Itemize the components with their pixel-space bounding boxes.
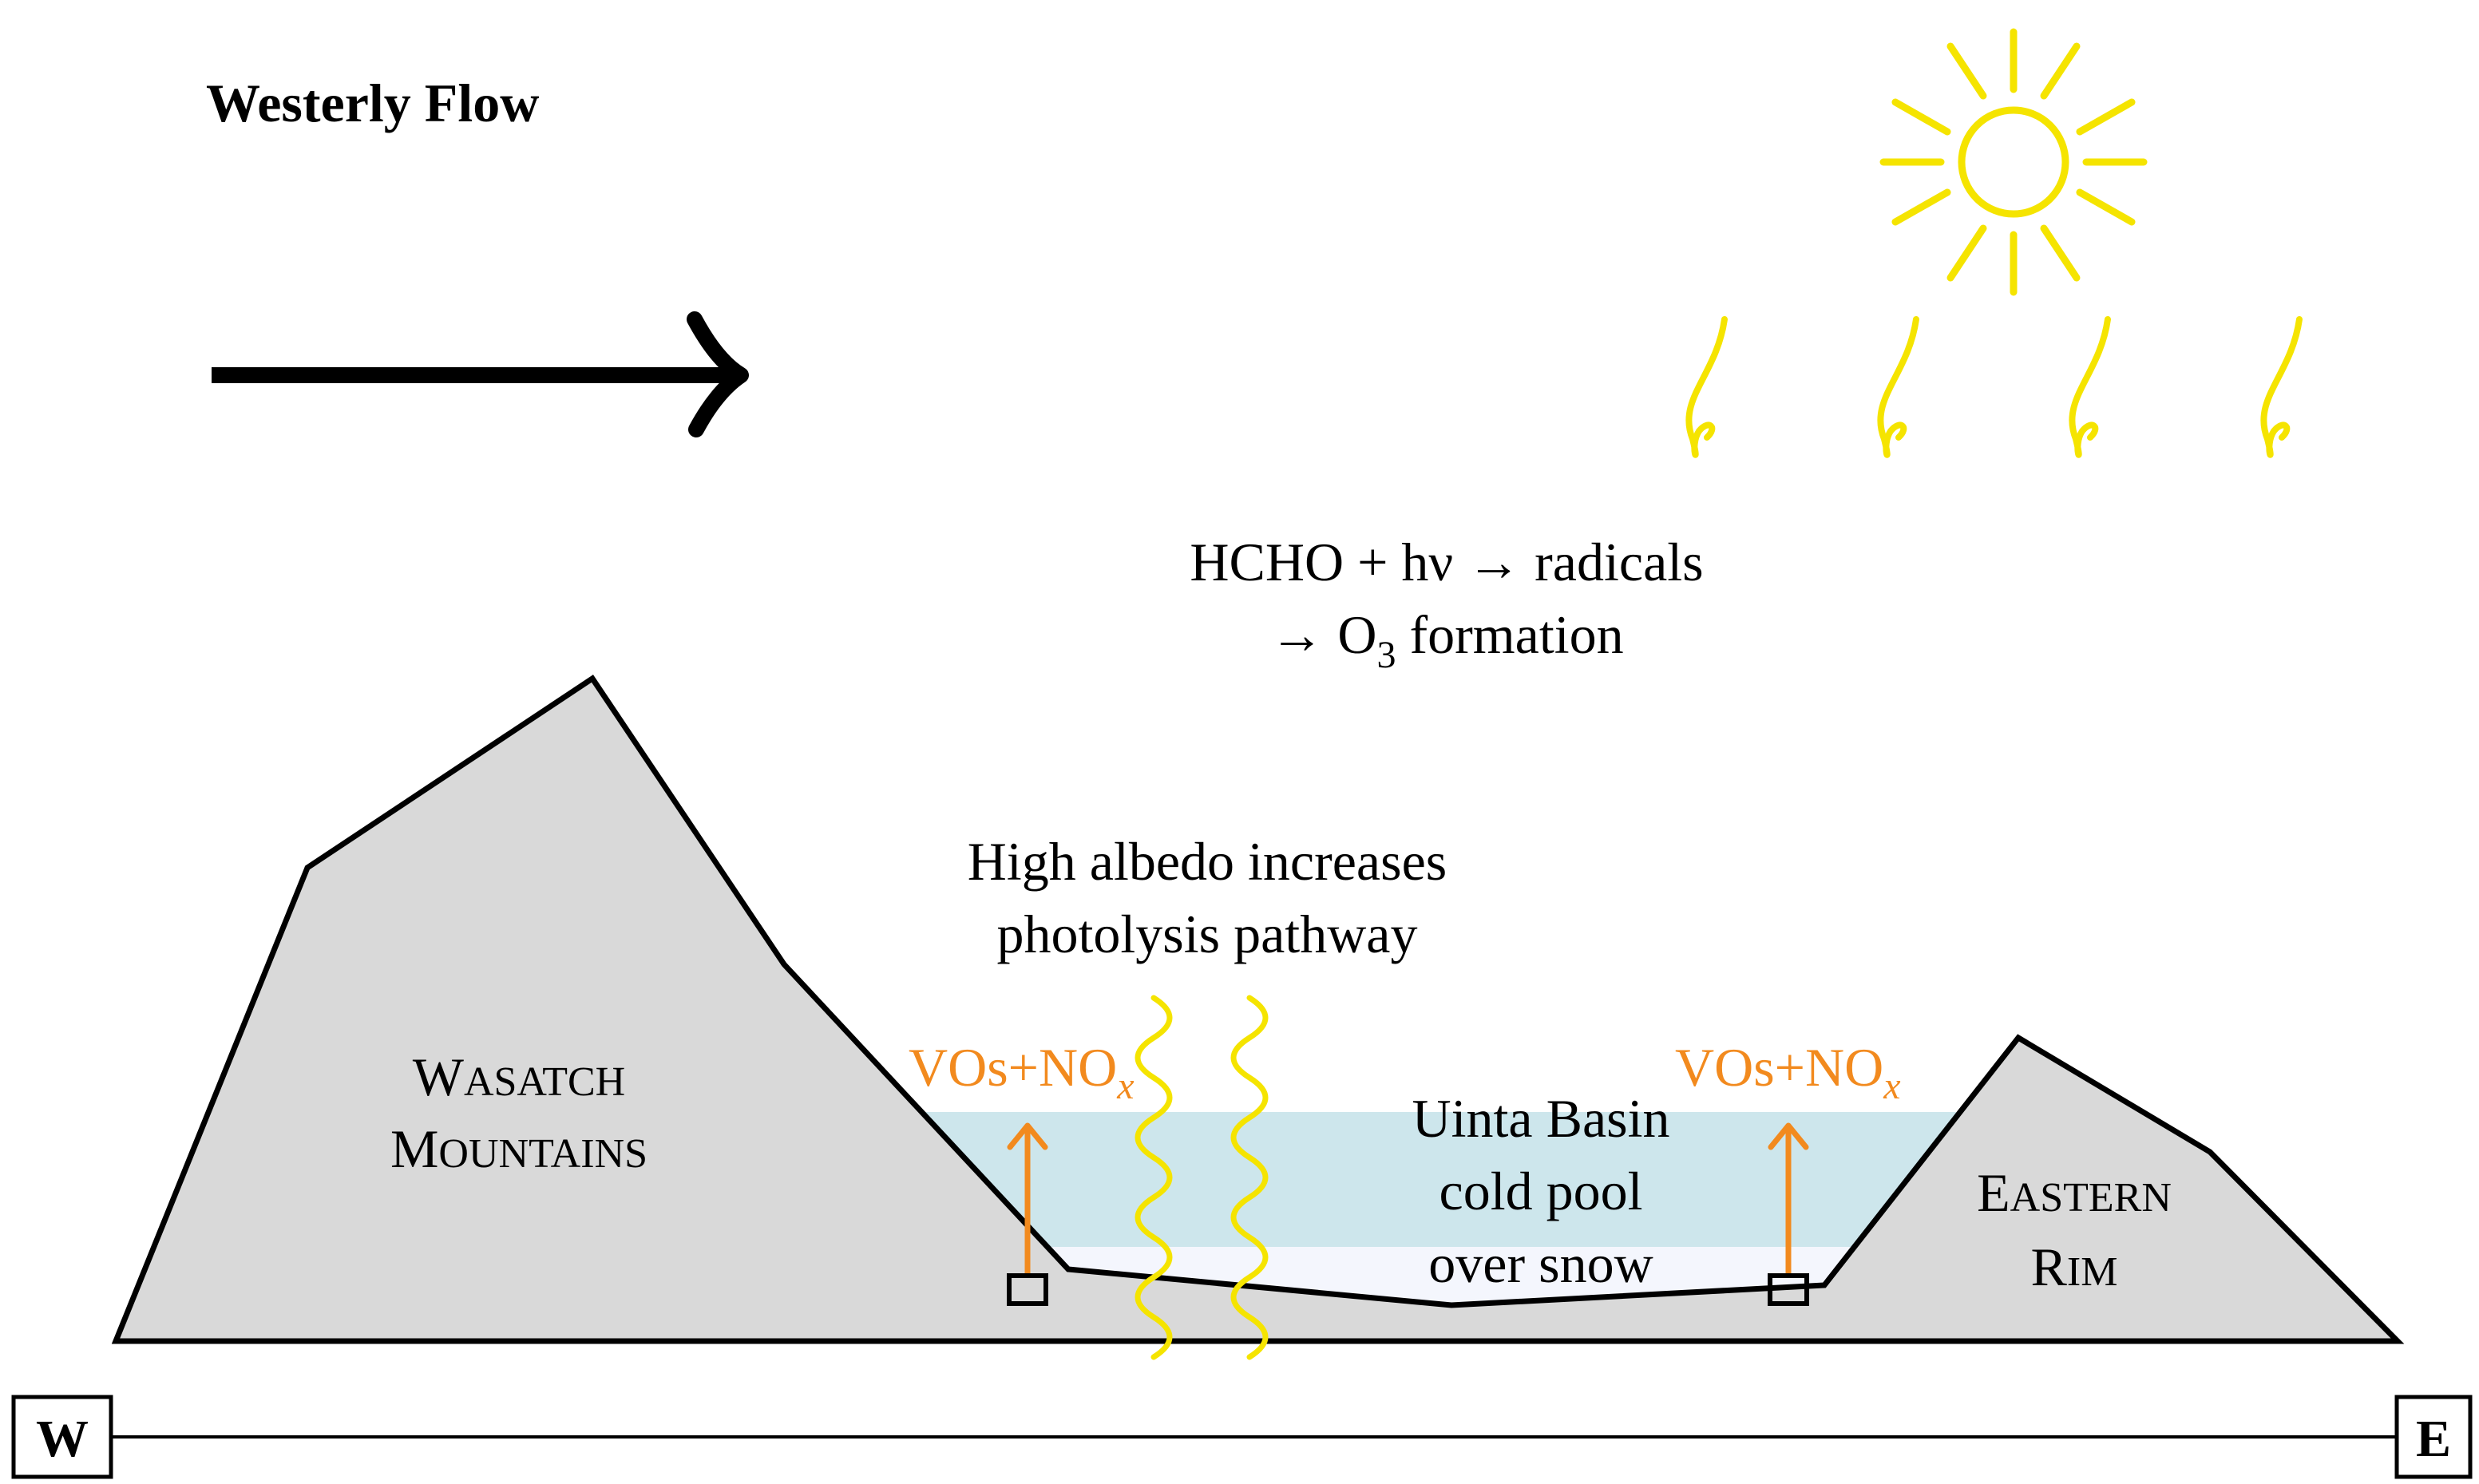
eastern-rim-label-line-2: RIM — [2031, 1237, 2118, 1297]
albedo-line-1: High albedo increases — [968, 831, 1447, 892]
emission-label-left: VOs+NOx — [909, 1037, 1135, 1107]
westerly-flow-arrow — [212, 311, 749, 437]
eastern-rim-label-line-1: EASTERN — [1977, 1162, 2172, 1223]
emission-arrow-right — [1768, 1122, 1809, 1277]
basin-label-line-3: over snow — [1428, 1233, 1653, 1294]
sun-icon — [1879, 28, 2148, 296]
chemistry-line-1: HCHO + hν → radicals — [1190, 532, 1703, 592]
west-marker: W — [11, 1395, 113, 1479]
wasatch-label-line-2: MOUNTAINS — [390, 1118, 647, 1179]
cold-pool-layer — [878, 1112, 1956, 1248]
emission-source-right — [1768, 1273, 1809, 1306]
east-label: E — [2416, 1410, 2451, 1468]
sunlight-ray — [1877, 316, 1919, 458]
terrain-profile — [111, 675, 2405, 1344]
flow-label: Westerly Flow — [206, 73, 539, 133]
basin-label-line-1: Uinta Basin — [1412, 1088, 1670, 1149]
sunlight-ray — [2260, 316, 2303, 458]
sunlight-ray — [1685, 316, 1728, 458]
sunlight-ray — [2069, 316, 2111, 458]
emission-arrow-left — [1007, 1122, 1048, 1277]
chemistry-line-2: → O3 formation — [1269, 604, 1623, 676]
basin-label-line-2: cold pool — [1439, 1161, 1643, 1221]
east-marker: E — [2394, 1395, 2473, 1479]
wasatch-label-line-1: WASATCH — [413, 1047, 625, 1107]
emission-source-left — [1007, 1273, 1048, 1306]
emission-label-right: VOs+NOx — [1675, 1037, 1901, 1107]
albedo-line-2: photolysis pathway — [997, 904, 1418, 964]
west-label: W — [36, 1410, 89, 1468]
reflected-ray — [1230, 995, 1269, 1360]
reflected-light — [1135, 995, 1269, 1360]
sunlight-rays — [1685, 316, 2303, 458]
reflected-ray — [1135, 995, 1173, 1360]
